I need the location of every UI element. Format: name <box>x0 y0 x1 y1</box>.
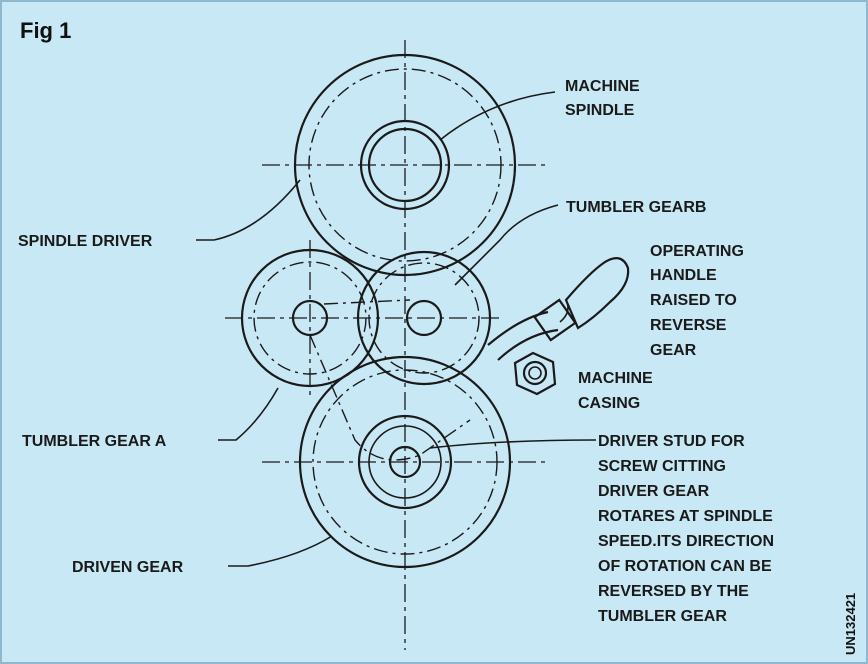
driven-gear <box>298 355 512 569</box>
operating-handle <box>487 257 630 361</box>
label-driver-stud-line4: ROTARES AT SPINDLE <box>598 508 773 525</box>
label-machine-casing-line1: MACHINE <box>578 370 653 387</box>
label-operating-handle-line1: OPERATING <box>650 243 744 260</box>
figure-title: Fig 1 <box>20 18 71 43</box>
label-machine-casing-line2: CASING <box>578 395 640 412</box>
label-machine-spindle-line2: SPINDLE <box>565 102 635 119</box>
label-machine-spindle-line1: MACHINE <box>565 78 640 95</box>
label-operating-handle-line4: REVERSE <box>650 317 727 334</box>
figure-code: UN132421 <box>843 593 858 655</box>
label-operating-handle: OPERATING HANDLE RAISED TO REVERSE GEAR <box>650 243 744 359</box>
leader-lines <box>196 91 597 567</box>
label-machine-casing: MACHINE CASING <box>578 370 653 412</box>
label-driver-stud-line1: DRIVER STUD FOR <box>598 433 745 450</box>
label-driver-stud-line7: REVERSED BY THE <box>598 583 749 600</box>
label-operating-handle-line5: GEAR <box>650 342 697 359</box>
tumbler-gear-a <box>240 248 380 388</box>
label-driver-stud: DRIVER STUD FOR SCREW CITTING DRIVER GEA… <box>598 433 774 625</box>
centre-lines <box>225 40 545 650</box>
label-tumbler-gear-a: TUMBLER GEAR A <box>22 433 167 450</box>
label-driver-stud-line5: SPEED.ITS DIRECTION <box>598 533 774 550</box>
label-driver-stud-line8: TUMBLER GEAR <box>598 608 727 625</box>
label-driver-stud-line2: SCREW CITTING <box>598 458 726 475</box>
tumbler-gear-b <box>356 250 492 386</box>
label-tumbler-gear-b: TUMBLER GEARB <box>566 199 706 216</box>
label-operating-handle-line2: HANDLE <box>650 267 717 284</box>
casing-pivot <box>513 351 557 396</box>
label-driver-stud-line6: OF ROTATION CAN BE <box>598 558 772 575</box>
label-driver-stud-line3: DRIVER GEAR <box>598 483 710 500</box>
label-spindle-driver: SPINDLE DRIVER <box>18 233 153 250</box>
spindle-driver-gear <box>293 53 517 277</box>
label-machine-spindle: MACHINE SPINDLE <box>565 78 640 119</box>
tumbler-arm <box>309 299 471 461</box>
label-driven-gear: DRIVEN GEAR <box>72 559 184 576</box>
label-operating-handle-line3: RAISED TO <box>650 292 737 309</box>
